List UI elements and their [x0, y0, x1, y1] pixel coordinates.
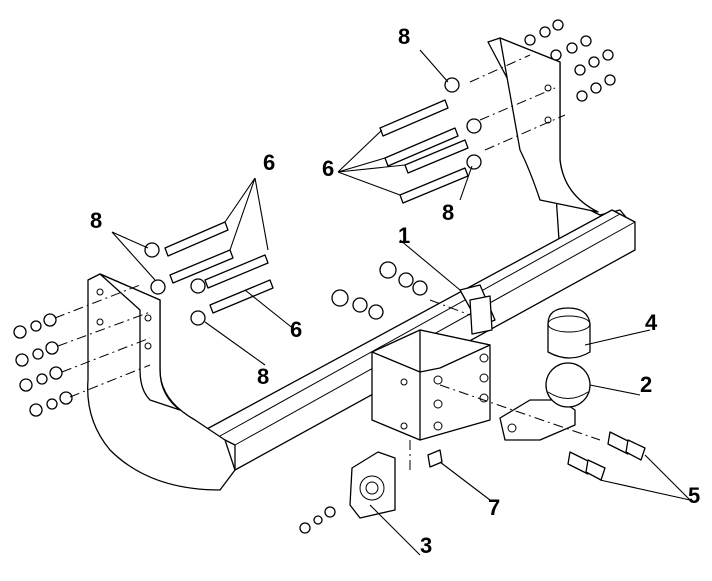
ball-bolts — [567, 431, 646, 481]
label-part-5: 5 — [688, 483, 700, 508]
label-part-6-left-bottom: 6 — [290, 317, 302, 342]
label-part-4: 4 — [645, 310, 658, 335]
label-part-8-right-bottom: 8 — [442, 200, 454, 225]
label-part-8-right-top: 8 — [398, 24, 410, 49]
label-part-2: 2 — [640, 372, 652, 397]
label-part-3: 3 — [420, 533, 432, 558]
label-part-8-left-top: 8 — [90, 208, 102, 233]
left-bolts — [144, 221, 274, 326]
tow-ball-neck — [499, 362, 591, 441]
leader-lines — [111, 49, 691, 556]
small-bolt — [427, 449, 443, 468]
hitch-support-bracket — [459, 284, 496, 335]
label-part-6-left-top: 6 — [263, 150, 275, 175]
ball-cap — [547, 307, 591, 359]
label-part-6-right: 6 — [322, 156, 334, 181]
label-part-7: 7 — [488, 495, 500, 520]
nuts-and-washers — [13, 19, 616, 534]
assembly-axes — [54, 54, 601, 470]
right-side-bracket — [487, 37, 631, 256]
socket-plate — [349, 451, 396, 519]
right-bolts — [379, 77, 482, 204]
label-part-1: 1 — [398, 223, 410, 248]
label-part-8-left-bottom: 8 — [257, 364, 269, 389]
center-mounting-plate — [371, 329, 491, 441]
